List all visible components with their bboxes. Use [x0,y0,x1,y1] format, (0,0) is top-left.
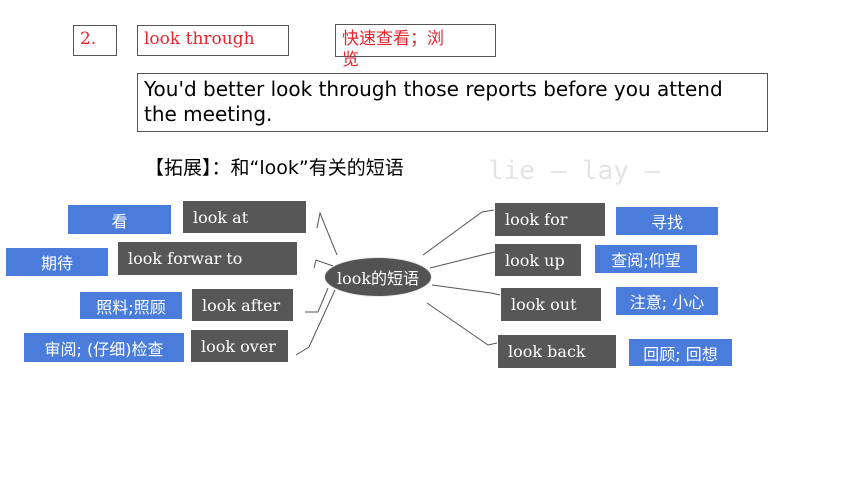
phrase-box: look through [137,25,289,56]
phrase-look-forward-to: look forwar to [118,242,297,275]
meaning-line-2: 览 [342,50,359,70]
example-line-1: You'd better look through those reports … [144,77,723,101]
phrase-look-at: look at [183,201,306,233]
meaning-look-after: 照料;照顾 [80,292,182,319]
connector-look-after [305,287,329,313]
connector-look-over [295,289,336,356]
faded-text: lie — lay — [488,156,661,186]
phrase-look-out: look out [501,288,601,321]
connector-look-back [426,302,498,346]
example-line-2: the meeting. [144,102,273,126]
meaning-look-at: 看 [68,205,171,234]
meaning-look-out: 注意; 小心 [616,287,718,315]
meaning-look-over: 审阅; (仔细)检查 [24,333,184,362]
example-sentence: You'd better look through those reports … [137,73,768,132]
phrase-look-after: look after [192,289,293,321]
meaning-look-back: 回顾; 回想 [629,339,732,366]
phrase-look-up: look up [495,244,581,276]
meaning-look-up: 查阅;仰望 [595,245,697,273]
connector-look-forward [313,259,334,269]
phrase-look-for: look for [495,203,605,236]
connector-look-for [422,209,495,256]
extension-heading: 【拓展】：和“look”有关的短语 [145,157,404,179]
meaning-line-1: 快速查看；浏 [342,29,444,49]
connector-look-out [431,284,501,296]
phrase-look-back: look back [498,335,616,368]
phrase-look-over: look over [191,330,288,362]
meaning-look-forward-to: 期待 [6,248,108,276]
mindmap-center-node: look的短语 [324,257,432,297]
meaning-box: 快速查看；浏 览 [335,24,496,70]
connector-look-at [316,211,338,256]
meaning-look-for: 寻找 [616,207,718,235]
item-number: 2. [73,25,117,56]
connector-look-up [429,251,496,269]
